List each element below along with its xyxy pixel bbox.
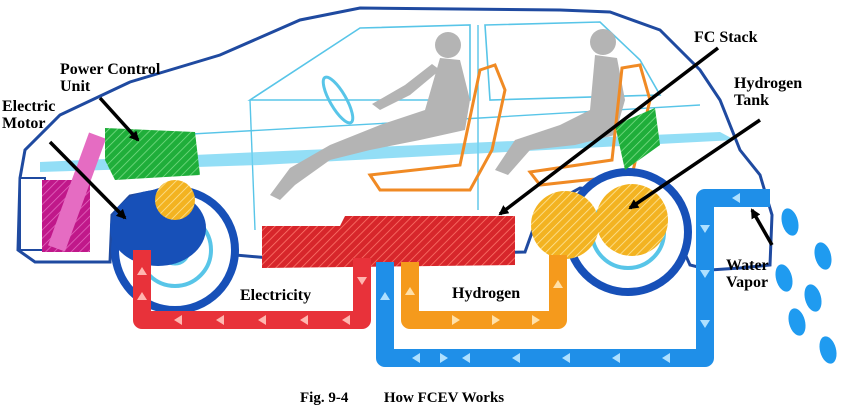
- front-drive-motor: [110, 180, 206, 266]
- arrow-hydrogen-tank: [628, 118, 761, 210]
- label-water-vapor-line2: Vapor: [726, 273, 769, 291]
- label-water-vapor: Water Vapor: [726, 257, 769, 292]
- arrow-fc-stack: [498, 46, 720, 216]
- seat-front: [367, 63, 507, 192]
- label-fc-stack: FC Stack: [694, 29, 758, 46]
- hydrogen-tank-shapes: [531, 184, 668, 259]
- hydrogen-pipe: [401, 255, 567, 329]
- figure-number: Fig. 9-4: [300, 390, 349, 406]
- fc-stack-box: [262, 216, 515, 268]
- label-power-control-unit-line2: Unit: [60, 77, 91, 95]
- label-hydrogen-tank: Hydrogen Tank: [734, 75, 803, 110]
- figure-caption: Fig. 9-4 How FCEV Works: [300, 390, 504, 407]
- seat-rear: [527, 63, 652, 187]
- label-power-control-unit-line1: Power Control: [60, 61, 161, 78]
- label-electric-motor-line2: Motor: [2, 114, 46, 132]
- pointer-arrows: [48, 46, 774, 246]
- label-hydrogen: Hydrogen: [452, 285, 521, 302]
- label-power-control-unit: Power Control Unit: [60, 61, 161, 96]
- label-electricity: Electricity: [240, 287, 312, 304]
- label-electric-motor: Electric Motor: [2, 98, 56, 133]
- label-electric-motor-line1: Electric: [2, 98, 56, 115]
- figure-title: How FCEV Works: [383, 390, 505, 406]
- electricity-pipe: [133, 250, 371, 329]
- power-control-unit-box: [105, 128, 200, 180]
- passenger-rear: [495, 29, 625, 175]
- arrow-power-control-unit: [98, 96, 140, 142]
- label-hydrogen-tank-line2: Tank: [734, 91, 769, 109]
- water-pipe: [376, 189, 770, 367]
- water-vapor-droplets: [775, 208, 837, 364]
- label-hydrogen-tank-line1: Hydrogen: [734, 75, 803, 92]
- label-water-vapor-line1: Water: [726, 257, 769, 274]
- passenger-driver: [270, 32, 470, 200]
- rear-green-module: [615, 108, 660, 170]
- arrow-electric-motor: [48, 140, 127, 220]
- electric-motor-unit: [42, 132, 106, 252]
- arrow-water-vapor: [750, 208, 774, 246]
